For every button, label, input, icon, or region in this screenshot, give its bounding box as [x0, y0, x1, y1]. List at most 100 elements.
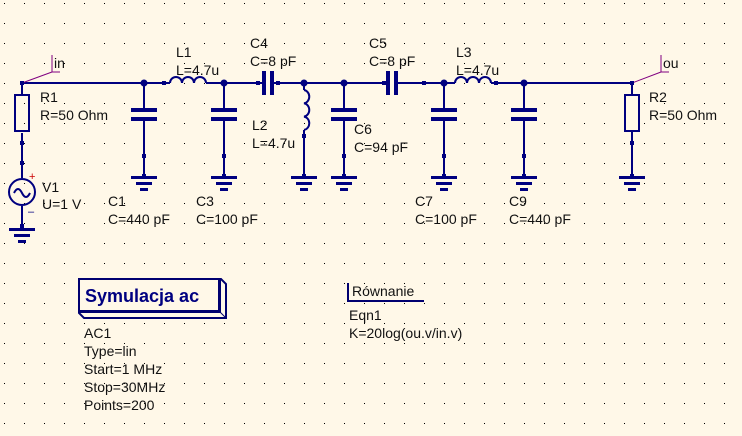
grid-dot	[724, 363, 725, 364]
grid-dot	[684, 203, 685, 204]
grid-dot	[584, 423, 585, 424]
grid-dot	[464, 3, 465, 4]
grid-dot	[684, 223, 685, 224]
grid-dot	[664, 283, 665, 284]
grid-dot	[424, 363, 425, 364]
grid-dot	[184, 203, 185, 204]
capacitor-C3-symbol[interactable]	[211, 108, 237, 112]
grid-dot	[64, 223, 65, 224]
inductor-L2-symbol[interactable]	[303, 89, 311, 131]
grid-dot	[184, 243, 185, 244]
grid-dot	[144, 243, 145, 244]
grid-dot	[124, 203, 125, 204]
simulation-ac-block[interactable]: Symulacja ac	[78, 278, 220, 312]
grid-dot	[164, 123, 165, 124]
grid-dot	[444, 243, 445, 244]
grid-dot	[104, 43, 105, 44]
pin-dot	[142, 154, 146, 158]
grid-dot	[264, 363, 265, 364]
grid-dot	[4, 323, 5, 324]
grid-dot	[244, 163, 245, 164]
grid-dot	[84, 183, 85, 184]
grid-dot	[44, 123, 45, 124]
grid-dot	[184, 383, 185, 384]
port-in-label[interactable]: in	[54, 55, 65, 71]
grid-dot	[424, 283, 425, 284]
grid-dot	[524, 323, 525, 324]
voltage-source-V1-symbol[interactable]	[8, 178, 36, 206]
grid-dot	[424, 143, 425, 144]
capacitor-C6-symbol[interactable]	[331, 108, 357, 112]
grid-dot	[484, 83, 485, 84]
grid-dot	[164, 343, 165, 344]
grid-dot	[644, 123, 645, 124]
grid-dot	[424, 243, 425, 244]
capacitor-C5-symbol[interactable]	[386, 71, 390, 95]
capacitor-C9-symbol[interactable]	[511, 108, 537, 112]
grid-dot	[244, 203, 245, 204]
grid-dot	[184, 23, 185, 24]
capacitors	[131, 71, 537, 121]
inductor-L1-symbol[interactable]	[169, 76, 207, 84]
grid-dot	[584, 23, 585, 24]
grid-dot	[484, 143, 485, 144]
grid-dot	[4, 143, 5, 144]
grid-dot	[424, 263, 425, 264]
grid-dot	[44, 263, 45, 264]
pin-dot	[302, 174, 306, 178]
grid-dot	[484, 183, 485, 184]
grid-dot	[604, 323, 605, 324]
grid-dot	[84, 383, 85, 384]
grid-dot	[204, 163, 205, 164]
grid-dot	[284, 103, 285, 104]
capacitor-C7-symbol[interactable]	[431, 108, 457, 112]
pin-dot	[522, 174, 526, 178]
grid-dot	[704, 383, 705, 384]
capacitor-C4-symbol[interactable]	[262, 71, 266, 95]
grid-dot	[24, 203, 25, 204]
grid-dot	[84, 43, 85, 44]
equation-title[interactable]: Równanie	[352, 283, 415, 299]
grid-dot	[524, 363, 525, 364]
grid-dot	[464, 403, 465, 404]
grid-dot	[344, 243, 345, 244]
grid-dot	[344, 223, 345, 224]
grid-dot	[544, 123, 545, 124]
grid-dot	[44, 243, 45, 244]
grid-dot	[24, 363, 25, 364]
grid-dot	[404, 163, 405, 164]
grid-dot	[484, 343, 485, 344]
grid-dot	[444, 203, 445, 204]
grid-dot	[704, 23, 705, 24]
inductor-L3-symbol[interactable]	[454, 76, 492, 84]
grid-dot	[624, 223, 625, 224]
grid-dot	[624, 23, 625, 24]
grid-dot	[724, 223, 725, 224]
grid-dot	[544, 323, 545, 324]
ground-icon	[9, 228, 35, 243]
ground-icon	[211, 176, 237, 191]
junction-dot	[220, 79, 228, 87]
grid-dot	[104, 163, 105, 164]
grid-dot	[104, 123, 105, 124]
pin-dot	[162, 81, 166, 85]
simulation-box-shadow	[78, 278, 227, 319]
capacitor-C1-symbol[interactable]	[131, 108, 157, 112]
grid-dot	[384, 383, 385, 384]
grid-dot	[504, 183, 505, 184]
grid-dot	[164, 263, 165, 264]
grid-dot	[4, 223, 5, 224]
resistor-R2-symbol[interactable]	[624, 94, 640, 132]
grid-dot	[324, 143, 325, 144]
grid-dot	[44, 163, 45, 164]
grid-dot	[244, 183, 245, 184]
grid-dot	[264, 383, 265, 384]
pin-dot	[20, 224, 24, 228]
grid-dot	[344, 383, 345, 384]
grid-dot	[324, 383, 325, 384]
port-out-label[interactable]: ou	[663, 55, 679, 71]
grid-dot	[204, 143, 205, 144]
resistor-R1-symbol[interactable]	[14, 94, 30, 132]
grid-dot	[84, 323, 85, 324]
